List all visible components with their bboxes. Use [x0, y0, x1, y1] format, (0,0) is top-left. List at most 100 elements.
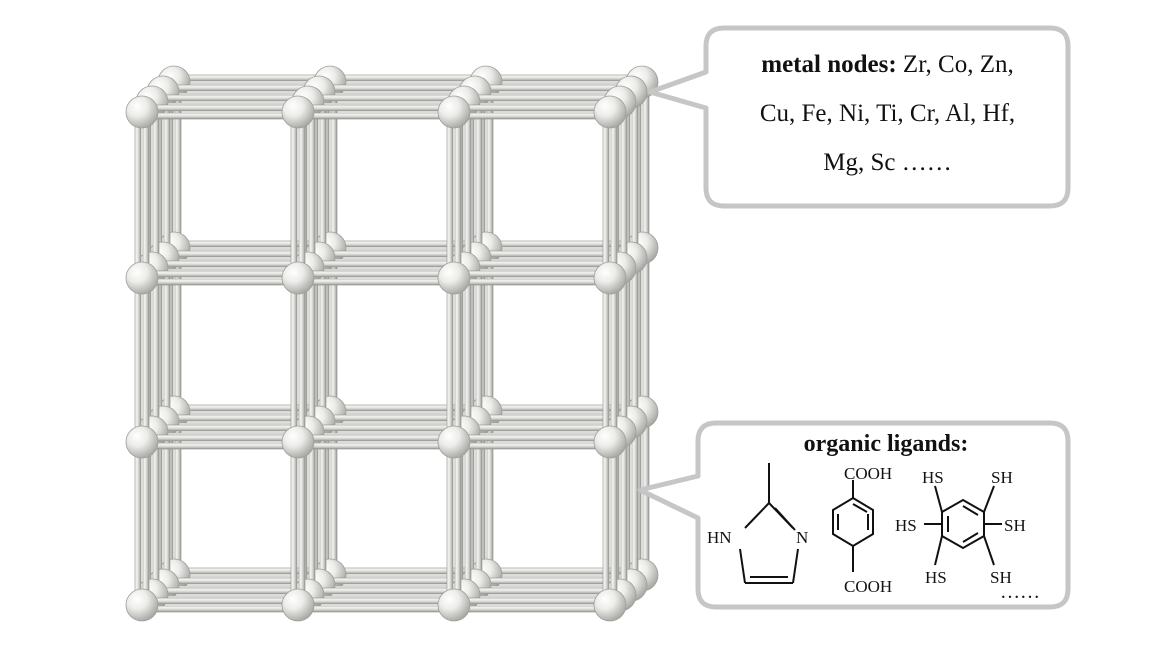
linker-rod	[631, 421, 639, 586]
linker-rod	[298, 441, 306, 606]
thiol-hs-mid-label: HS	[895, 516, 917, 535]
linker-rod	[485, 74, 643, 82]
linker-rod	[162, 84, 320, 92]
methylimidazole-structure	[739, 463, 799, 584]
linker-rod	[307, 587, 465, 595]
linker-rod	[642, 247, 650, 413]
linker-rod	[454, 277, 462, 443]
linker-rod	[446, 111, 454, 279]
linker-rod	[297, 597, 455, 605]
metal-nodes-callout	[647, 25, 1071, 209]
linker-rod	[142, 277, 150, 443]
linker-rod	[298, 111, 306, 279]
linker-rod	[602, 111, 610, 279]
thiol-hs-top-label: HS	[922, 468, 944, 487]
imidazole-hn-label: HN	[707, 528, 732, 547]
metal-node-sphere	[437, 261, 471, 295]
linker-rod	[308, 267, 316, 433]
metal-node-sphere	[125, 425, 159, 459]
linker-rod	[141, 112, 299, 120]
metal-nodes-label: metal nodes:	[761, 51, 897, 78]
linker-rod	[620, 431, 628, 596]
linker-rod	[631, 257, 639, 423]
metal-node-sphere	[125, 588, 159, 622]
linker-rod	[329, 74, 487, 82]
linker-rod	[453, 278, 611, 286]
linker-rod	[151, 424, 309, 432]
linker-rod	[307, 260, 465, 268]
thiol-sh-top-label: SH	[991, 468, 1013, 487]
linker-rod	[141, 104, 299, 112]
linker-rod	[454, 441, 462, 606]
linker-rod	[152, 267, 160, 433]
linker-rod	[602, 441, 610, 606]
linker-rod	[134, 111, 142, 279]
linker-rod	[152, 431, 160, 596]
linker-rod	[141, 434, 299, 442]
linker-rod	[446, 441, 454, 606]
linker-rod	[290, 277, 298, 443]
linker-rod	[463, 424, 621, 432]
metal-node-sphere	[437, 95, 471, 129]
linker-rod	[151, 94, 309, 102]
linker-rod	[151, 587, 309, 595]
metal-node-sphere	[593, 261, 627, 295]
linker-rod	[602, 277, 610, 443]
organic-ligands-title: organic ligands:	[803, 431, 969, 457]
linker-rod	[297, 442, 455, 450]
thiol-sh-bottom-label: SH	[990, 568, 1012, 587]
linker-rod	[141, 270, 299, 278]
linker-rod	[620, 101, 628, 269]
linker-rod	[297, 270, 455, 278]
metal-nodes-list-1: Zr, Co, Zn,	[902, 51, 1014, 78]
terephthalic-acid-structure	[832, 480, 874, 572]
linker-rod	[134, 441, 142, 606]
linker-rod	[141, 442, 299, 450]
linker-rod	[610, 441, 618, 606]
linker-rod	[307, 424, 465, 432]
ligands-ellipsis: ……	[1000, 581, 1040, 603]
linker-rod	[308, 101, 316, 269]
metal-organic-framework	[125, 65, 659, 622]
linker-rod	[453, 597, 611, 605]
linker-rod	[453, 605, 611, 613]
linker-rod	[308, 431, 316, 596]
linker-rod	[453, 270, 611, 278]
imidazole-n-label: N	[796, 528, 808, 547]
metal-node-sphere	[281, 588, 315, 622]
linker-rod	[142, 111, 150, 279]
metal-nodes-text: metal nodes: Zr, Co, Zn, Cu, Fe, Ni, Ti,…	[715, 40, 1060, 187]
linker-rod	[141, 605, 299, 613]
linker-rod	[464, 267, 472, 433]
linker-rod	[446, 277, 454, 443]
metal-node-sphere	[281, 425, 315, 459]
metal-node-sphere	[593, 95, 627, 129]
linker-rod	[610, 277, 618, 443]
linker-rod	[453, 434, 611, 442]
linker-rod	[307, 94, 465, 102]
linker-rod	[610, 111, 618, 279]
metal-nodes-line-1: metal nodes: Zr, Co, Zn,	[715, 40, 1060, 89]
linker-rod	[134, 277, 142, 443]
linker-rod	[297, 278, 455, 286]
linker-rod	[297, 104, 455, 112]
metal-node-sphere	[593, 425, 627, 459]
linker-rod	[453, 104, 611, 112]
linker-rod	[642, 81, 650, 249]
metal-node-sphere	[281, 261, 315, 295]
linker-rod	[142, 441, 150, 606]
metal-node-sphere	[437, 588, 471, 622]
linker-rod	[141, 597, 299, 605]
thiol-hs-bottom-label: HS	[925, 568, 947, 587]
linker-rod	[464, 101, 472, 269]
linker-rod	[290, 111, 298, 279]
linker-rod	[463, 587, 621, 595]
linker-rod	[454, 111, 462, 279]
linker-rod	[290, 441, 298, 606]
linker-rod	[631, 91, 639, 259]
linker-rod	[318, 84, 476, 92]
benzenehexathiol-structure	[924, 485, 1002, 566]
linker-rod	[463, 260, 621, 268]
linker-rod	[173, 74, 331, 82]
